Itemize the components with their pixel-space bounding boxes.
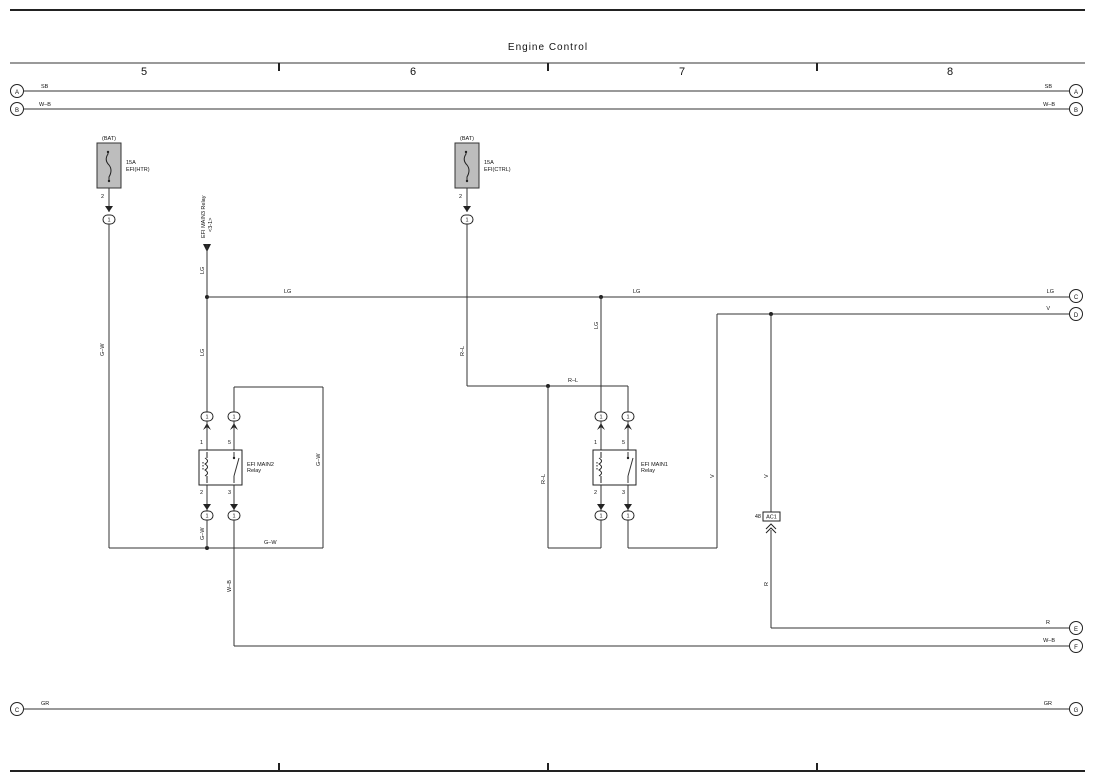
svg-text:5: 5 <box>622 440 625 446</box>
connector-b-right: B <box>1069 102 1083 116</box>
svg-text:1: 1 <box>205 514 208 520</box>
ecm-pin-number: 48 <box>755 514 761 520</box>
ecm-connector-name: AC1 <box>766 515 777 521</box>
svg-text:1: 1 <box>594 440 597 446</box>
connector-b-left: B <box>10 102 24 116</box>
svg-text:1: 1 <box>205 415 208 421</box>
column-number-5: 5 <box>141 66 147 78</box>
fuse-efi-htr: (BAT) 15A EFI(HTR) 2 1 <box>96 136 150 225</box>
svg-text:5: 5 <box>228 440 231 446</box>
svg-text:EFI MAIN3 Relay: EFI MAIN3 Relay <box>201 195 207 238</box>
svg-text:F: F <box>1074 645 1078 651</box>
svg-text:1: 1 <box>232 514 235 520</box>
svg-text:1: 1 <box>200 440 203 446</box>
svg-text:2: 2 <box>200 490 203 496</box>
svg-text:1: 1 <box>626 415 629 421</box>
relay-efi-main1-name: EFI MAIN1 <box>641 462 668 468</box>
wire-label-r-bus: R <box>1046 620 1050 626</box>
fuse-efi-ctrl-pin: 2 <box>459 194 462 200</box>
wire-label-wb-left: W–B <box>39 102 51 108</box>
svg-text:3: 3 <box>622 490 625 496</box>
svg-text:B: B <box>15 108 19 114</box>
page-title: Engine Control <box>508 42 588 53</box>
svg-text:B: B <box>1074 108 1078 114</box>
wire-label-lg-bus-1: LG <box>284 289 291 295</box>
svg-text:A: A <box>1074 90 1078 96</box>
column-number-8: 8 <box>947 66 953 78</box>
column-number-6: 6 <box>410 66 416 78</box>
wire-label-gw-left: G–W <box>100 343 106 356</box>
svg-text:C: C <box>1074 295 1079 301</box>
wire-label-v-riser: V <box>710 474 716 478</box>
connector-c-left: C <box>10 702 24 716</box>
connector-g-right: G <box>1069 702 1083 716</box>
relay-efi-main2-type: Relay <box>247 468 261 474</box>
wire-label-lg-main3-upper: LG <box>200 267 206 274</box>
svg-text:1: 1 <box>626 514 629 520</box>
connector-e-right: E <box>1069 621 1083 635</box>
relay-efi-main2: G–W 1 1 1 5 2 3 EFI MAIN2 Relay 1 1 <box>198 386 324 548</box>
svg-text:3: 3 <box>228 490 231 496</box>
connector-c-right: C <box>1069 289 1083 303</box>
wire-label-lg-main1: LG <box>594 322 600 329</box>
relay-efi-main1: 1 1 1 5 2 3 EFI MAIN1 Relay 1 1 <box>592 411 668 548</box>
wire-label-wb-bottom: W–B <box>1043 638 1055 644</box>
svg-text:G: G <box>1074 708 1079 714</box>
svg-text:1: 1 <box>232 415 235 421</box>
wire-label-sb-left: SB <box>41 84 49 90</box>
svg-text:<3-1>: <3-1> <box>208 218 214 232</box>
fuse-efi-htr-source: (BAT) <box>102 136 116 142</box>
svg-text:1: 1 <box>599 514 602 520</box>
ecm-connector-ac1: 48 AC1 <box>755 511 781 534</box>
fuse-efi-ctrl-name: EFI(CTRL) <box>484 167 511 173</box>
svg-text:1: 1 <box>107 218 110 224</box>
wire-label-wb-main2: W–B <box>227 580 233 592</box>
svg-text:C: C <box>15 708 20 714</box>
wire-label-lg-main3-lower: LG <box>200 349 206 356</box>
wire-label-gr-left: GR <box>41 701 49 707</box>
wire-label-wb-right: W–B <box>1043 102 1055 108</box>
wire-label-rl-vertical: R–L <box>460 346 466 356</box>
fuse-efi-ctrl-rating: 15A <box>484 160 494 166</box>
fuse-efi-htr-name: EFI(HTR) <box>126 167 150 173</box>
wire-label-lg-bus-2: LG <box>633 289 640 295</box>
wire-label-gr-right: GR <box>1044 701 1052 707</box>
wire-label-v-bus: V <box>1046 306 1050 312</box>
connector-a-right: A <box>1069 84 1083 98</box>
efi-main3-reference: EFI MAIN3 Relay <3-1> <box>201 195 214 252</box>
wire-label-gw-main2-pin2: G–W <box>200 527 206 540</box>
connector-a-left: A <box>10 84 24 98</box>
wire-label-rl-horizontal: R–L <box>568 378 578 384</box>
svg-text:1: 1 <box>599 415 602 421</box>
fuse-efi-htr-rating: 15A <box>126 160 136 166</box>
wire-label-r-ecm: R <box>764 582 770 586</box>
wire-label-gw-main2-loop: G–W <box>316 453 322 466</box>
fuse-efi-htr-pin: 2 <box>101 194 104 200</box>
wire-label-gw-bottom: G–W <box>264 540 277 546</box>
relay-efi-main1-type: Relay <box>641 468 655 474</box>
relay-efi-main2-name: EFI MAIN2 <box>247 462 274 468</box>
connector-f-right: F <box>1069 639 1083 653</box>
column-dividers <box>278 63 818 771</box>
svg-text:A: A <box>15 90 19 96</box>
wire-label-v-ecm: V <box>764 474 770 478</box>
svg-text:1: 1 <box>465 218 468 224</box>
fuse-efi-ctrl-source: (BAT) <box>460 136 474 142</box>
svg-text:D: D <box>1074 313 1079 319</box>
svg-text:2: 2 <box>594 490 597 496</box>
svg-text:E: E <box>1074 627 1078 633</box>
connector-d-right: D <box>1069 307 1083 321</box>
wire-label-rl-loop: R–L <box>541 474 547 484</box>
column-number-7: 7 <box>679 66 685 78</box>
wire-label-sb-right: SB <box>1045 84 1053 90</box>
wire-label-lg-bus-right: LG <box>1047 289 1054 295</box>
fuse-efi-ctrl: (BAT) 15A EFI(CTRL) 2 1 <box>454 136 511 225</box>
